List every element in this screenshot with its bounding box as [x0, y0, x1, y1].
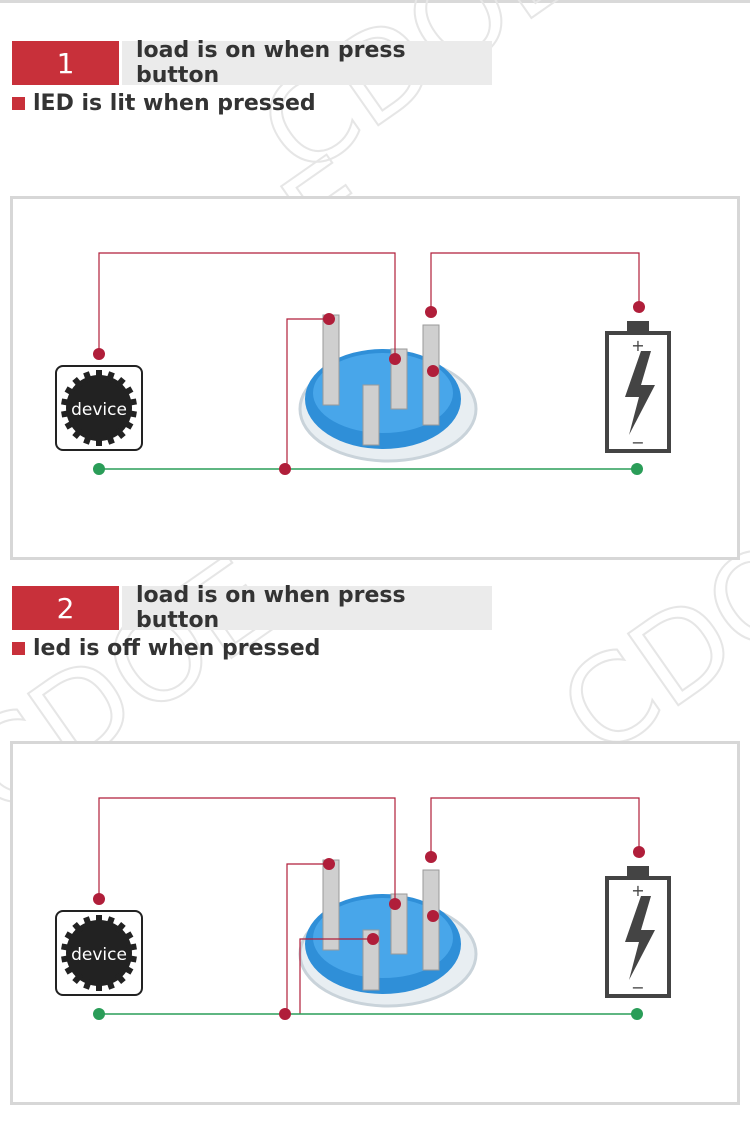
section-title: load is on when press button [122, 38, 492, 88]
battery-plus: + [631, 881, 644, 900]
circuit-1: + − [93, 252, 671, 475]
gear-icon [61, 370, 137, 446]
push-button-switch-icon [298, 859, 478, 1008]
device-box: device [55, 910, 143, 996]
wiring-diagram-2: + − [10, 741, 740, 1105]
red-junctions [93, 301, 645, 475]
lightning-icon [625, 896, 655, 980]
lightning-icon [625, 351, 655, 435]
section-title: load is on when press button [122, 583, 492, 633]
battery-icon [605, 321, 671, 453]
subtitle-text: lED is lit when pressed [33, 91, 316, 116]
section-number: 1 [12, 41, 119, 85]
device-label: device [71, 945, 127, 965]
subtitle-text: led is off when pressed [33, 636, 321, 661]
section-subtitle: lED is lit when pressed [12, 91, 316, 116]
top-divider [0, 0, 750, 3]
section-subtitle: led is off when pressed [12, 636, 320, 661]
bullet-square [12, 97, 25, 110]
battery-icon [605, 866, 671, 998]
green-junctions [93, 463, 643, 475]
red-wires [98, 252, 640, 469]
circuit-2: + − [93, 797, 671, 1020]
wiring-diagram-1: + − [10, 196, 740, 560]
green-junctions [93, 1008, 643, 1020]
device-label: device [71, 400, 127, 420]
device-box: device [55, 365, 143, 451]
battery-plus: + [631, 336, 644, 355]
bullet-square [12, 642, 25, 655]
battery-minus: − [631, 978, 644, 997]
red-wires [98, 797, 640, 1014]
section-number: 2 [12, 586, 119, 630]
battery-minus: − [631, 433, 644, 452]
red-junctions [93, 846, 645, 1020]
gear-icon [61, 915, 137, 991]
push-button-switch-icon [298, 314, 478, 463]
